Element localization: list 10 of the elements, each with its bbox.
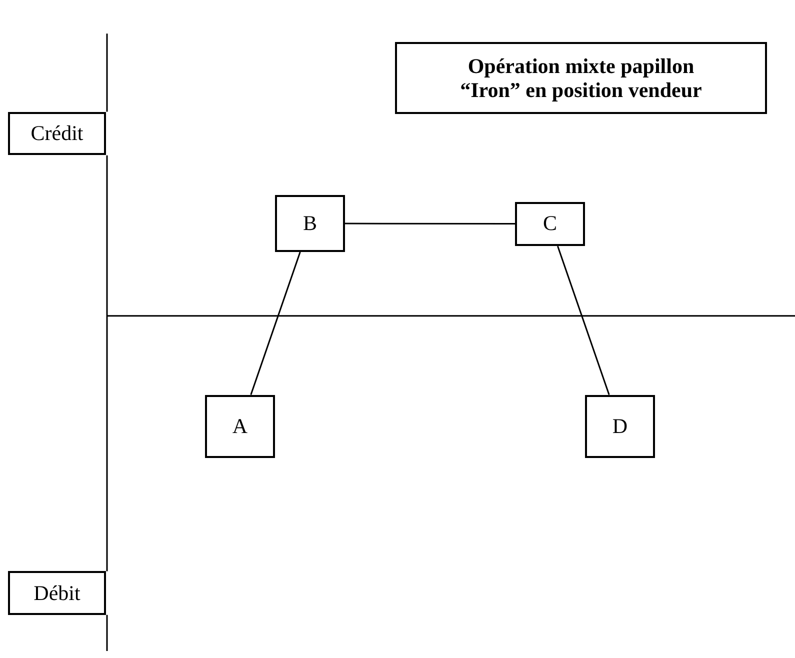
point-box: D [585,394,655,458]
connector-line [250,252,301,396]
label-box: Débit [8,571,106,615]
point-box: C [515,202,585,246]
point-box: A [205,394,275,458]
point-box: B [275,194,345,252]
title-box: Opération mixte papillon “Iron” en position vendeur [395,42,767,114]
label-box: Crédit [8,112,106,156]
connector-line [345,222,515,225]
connector-line [556,246,610,396]
